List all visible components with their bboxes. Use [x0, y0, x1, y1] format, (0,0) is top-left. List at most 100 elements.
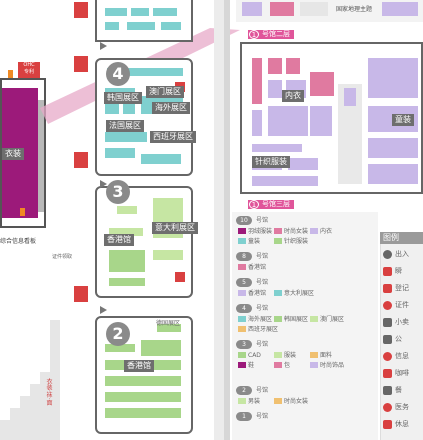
- hall-legend-title: 号馆: [256, 413, 269, 420]
- legend-icon: [383, 318, 392, 327]
- legend-swatch-label: 意大利展区: [284, 290, 315, 297]
- arrow-right-icon: [100, 180, 107, 188]
- hall-legend-title: 号馆: [256, 253, 269, 260]
- legend-swatch-label: 面料: [320, 352, 333, 359]
- exit-icon[interactable]: [175, 272, 185, 282]
- legend-item-label: 瞬: [395, 267, 402, 275]
- exit-icon[interactable]: [74, 2, 88, 18]
- legend-item-label: 小卖: [395, 318, 409, 326]
- legend-swatch: [238, 352, 246, 358]
- exit-icon[interactable]: [74, 286, 88, 302]
- legend-swatch: [310, 352, 318, 358]
- legend-swatch: [274, 398, 282, 404]
- legend-swatch-label: 时尚饰品: [320, 362, 345, 369]
- hall-label: 衣装: [2, 148, 24, 160]
- hall-legend: [232, 212, 378, 440]
- certificate-label: 证件领取: [52, 254, 73, 260]
- zone-label: 意大利展区: [152, 222, 198, 234]
- zone-label: 童装: [392, 114, 414, 126]
- legend-icon: [383, 267, 392, 276]
- legend-swatch-label: 包: [284, 362, 291, 369]
- legend-item-label: 出入: [395, 250, 409, 258]
- hall-number-2: 2: [106, 322, 130, 346]
- zone-label: 西班牙展区: [150, 131, 196, 143]
- info-board-label: 综合信息看板: [0, 238, 37, 245]
- hall-legend-title: 号馆: [256, 305, 269, 312]
- legend-swatch: [238, 326, 246, 332]
- hall-legend-number: 10: [236, 216, 252, 225]
- hall-3: [95, 186, 193, 298]
- hall-legend-number: 4: [236, 304, 252, 313]
- vertical-label: 衣装·袜·面: [45, 378, 52, 406]
- legend-swatch: [238, 316, 246, 322]
- zone-label: 法国展区: [106, 120, 144, 132]
- legend-swatch: [238, 264, 246, 270]
- legend-swatch: [274, 316, 282, 322]
- legend-swatch-label: 香港馆: [248, 264, 267, 271]
- legend-swatch-label: 服装: [284, 352, 297, 359]
- legend-swatch-label: 时尚女装: [284, 398, 309, 405]
- exit-icon[interactable]: [74, 56, 88, 72]
- legend-item-label: 餐: [395, 386, 402, 394]
- legend-swatch: [238, 362, 246, 368]
- zone-label: 针织服装: [252, 156, 290, 168]
- arrow-right-icon: [100, 42, 107, 50]
- hall-5: [95, 0, 193, 42]
- legend-item-label: 咖啡: [395, 369, 409, 377]
- legend-swatch: [274, 290, 282, 296]
- left-hall: 衣装: [0, 78, 46, 228]
- legend-swatch-label: CAD: [248, 352, 261, 359]
- legend-icon: [383, 284, 392, 293]
- divider: [214, 0, 224, 440]
- legend-item-label: 登记: [395, 284, 409, 292]
- legend-swatch-label: 羽绒服装: [248, 228, 273, 235]
- right-top-band: 国家地理主题: [236, 0, 423, 22]
- legend-swatch-label: 海外展区: [248, 316, 273, 323]
- hall-number-4: 4: [106, 62, 130, 86]
- legend-swatch-label: 韩国展区: [284, 316, 309, 323]
- zone-label: 德国展区: [156, 320, 181, 327]
- legend-item-label: 医务: [395, 403, 409, 411]
- hall-legend-title: 号馆: [256, 341, 269, 348]
- zone-label: 海外展区: [152, 102, 190, 114]
- legend-icon: [383, 420, 392, 429]
- zone-label: 澳门展区: [146, 86, 184, 98]
- legend-swatch: [274, 352, 282, 358]
- hall-legend-number: 1: [236, 412, 252, 421]
- legend-item-label: 证件: [395, 301, 409, 309]
- legend-icon: [383, 335, 392, 344]
- legend-item-label: 休息: [395, 420, 409, 428]
- orange-marker: [20, 208, 25, 216]
- hall-legend-title: 号馆: [256, 387, 269, 394]
- orange-marker: [8, 70, 13, 78]
- hall-legend-number: 2: [236, 386, 252, 395]
- legend-swatch: [274, 238, 282, 244]
- top-note: 国家地理主题: [336, 6, 373, 13]
- legend-swatch: [310, 228, 318, 234]
- hall-legend-number: 5: [236, 278, 252, 287]
- hall-number-3: 3: [106, 180, 130, 204]
- ohc-badge: OHC 专利: [18, 62, 40, 78]
- legend-swatch-label: 西班牙展区: [248, 326, 279, 333]
- arrow-right-icon: [100, 306, 107, 314]
- zone-label: 香港馆: [104, 234, 134, 246]
- legend-swatch-label: 鞋: [248, 362, 255, 369]
- legend-swatch: [238, 238, 246, 244]
- staircase: [0, 320, 60, 440]
- legend-swatch: [238, 398, 246, 404]
- legend-icon: [383, 301, 392, 310]
- legend-swatch-label: 男装: [248, 398, 261, 405]
- legend-swatch-label: 澳门展区: [320, 316, 345, 323]
- zone-label: 韩国展区: [104, 92, 142, 104]
- legend-swatch-label: 针织服装: [284, 238, 309, 245]
- legend-swatch-label: 香港馆: [248, 290, 267, 297]
- legend-icon: [383, 352, 392, 361]
- legend-swatch: [310, 316, 318, 322]
- legend-swatch: [238, 228, 246, 234]
- exit-icon[interactable]: [74, 152, 88, 168]
- hall-legend-number: 8: [236, 252, 252, 261]
- legend-icon: [383, 369, 392, 378]
- legend-swatch: [274, 362, 282, 368]
- legend-swatch-label: 时尚女装: [284, 228, 309, 235]
